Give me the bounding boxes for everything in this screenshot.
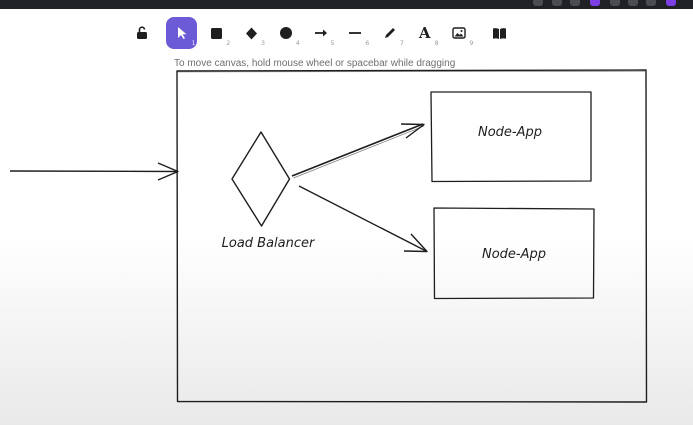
browser-top-bar [0,0,693,9]
shortcut-number: 1 [191,40,196,47]
lock-tool-button[interactable] [126,17,158,49]
canvas-hint-text: To move canvas, hold mouse wheel or spac… [174,58,456,69]
browser-extension-icon[interactable] [552,0,562,6]
shortcut-number: 4 [295,40,300,47]
node-app-2-box[interactable] [433,207,595,300]
browser-extension-icon[interactable] [646,0,656,6]
circle-icon [279,27,292,39]
rectangle-tool-button[interactable]: 2 [200,17,232,49]
diamond-icon [245,27,257,39]
browser-extension-icon[interactable] [533,0,543,6]
line-tool-button[interactable]: 6 [339,17,371,49]
shortcut-number: 2 [226,40,231,47]
draw-tool-button[interactable]: 7 [374,17,406,49]
ellipse-tool-button[interactable]: 4 [270,17,302,49]
browser-extension-icon[interactable] [570,0,580,6]
node-app-1-box[interactable] [430,91,592,183]
shortcut-number: 7 [400,40,404,47]
node-app-2-label: Node-App [482,247,546,262]
browser-extension-icon[interactable] [610,0,620,6]
arrow-right-icon [314,29,327,37]
image-tool-button[interactable]: 9 [444,17,476,49]
text-icon: A [418,24,431,42]
unlock-icon [136,26,147,39]
shortcut-number: 8 [434,40,439,47]
image-icon [452,27,467,39]
arrow-tool-button[interactable]: 5 [305,17,337,49]
book-icon [492,27,506,39]
container-rectangle[interactable] [176,69,648,403]
line-icon [349,32,362,34]
pencil-icon [385,28,395,38]
arrow-to-node-app-2[interactable] [298,185,428,253]
load-balancer-diamond[interactable] [231,131,291,227]
diamond-tool-button[interactable]: 3 [235,17,267,49]
incoming-arrow[interactable] [9,162,179,181]
browser-extension-icon[interactable] [590,0,600,6]
text-tool-button[interactable]: A 8 [409,17,441,49]
shape-toolbar: 1 2 3 4 5 6 7 A 8 [126,15,518,51]
browser-profile-icon[interactable] [666,0,676,6]
shortcut-number: 5 [330,40,335,47]
load-balancer-label: Load Balancer [222,236,316,251]
browser-extension-icon[interactable] [628,0,638,6]
shortcut-number: 3 [261,40,265,47]
shortcut-number: 9 [469,40,474,47]
arrow-to-node-app-1[interactable] [291,123,425,179]
library-button[interactable] [483,17,515,49]
shortcut-number: 6 [365,40,370,47]
node-app-1-label: Node-App [478,125,542,140]
selection-tool-button[interactable]: 1 [165,17,198,49]
rectangle-icon [210,27,222,39]
pointer-icon [177,27,187,39]
